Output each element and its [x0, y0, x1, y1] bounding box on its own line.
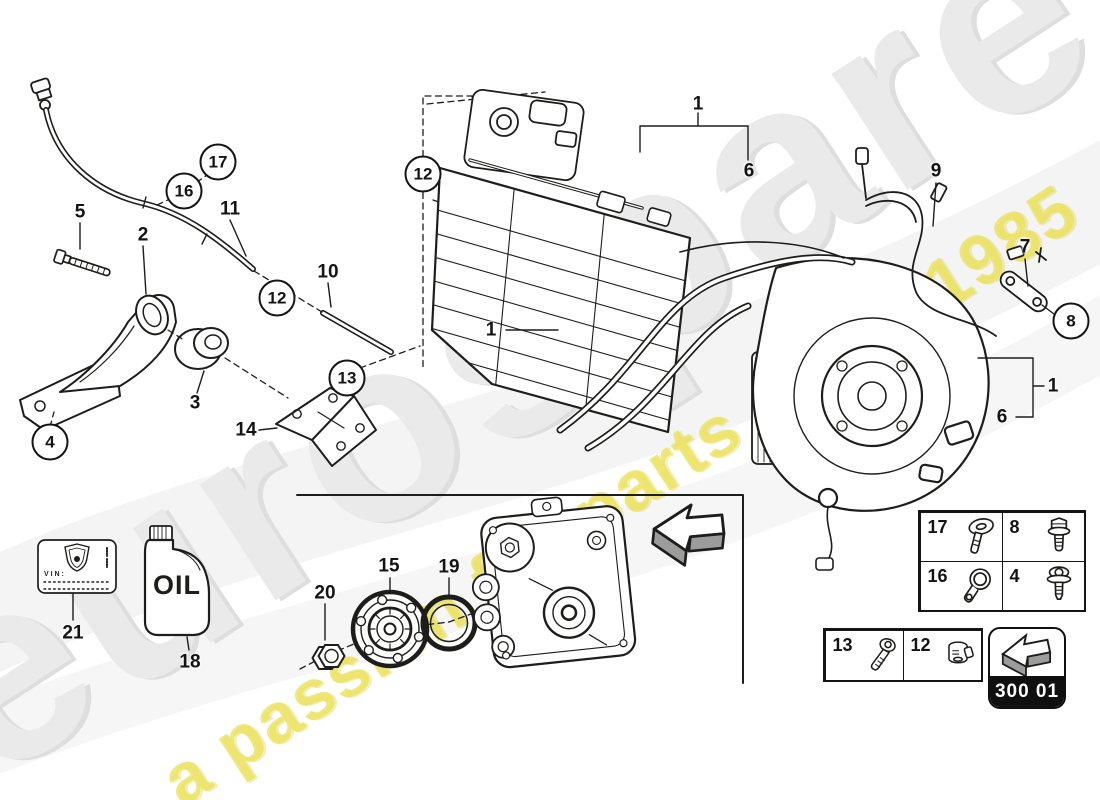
fastener-cell-8[interactable]: 8: [1001, 511, 1085, 562]
p-clamp-icon: [963, 567, 991, 603]
callout-11[interactable]: 11: [219, 198, 241, 220]
hydraulic-hoses-drawing: [556, 241, 856, 452]
callout-14[interactable]: 14: [235, 419, 257, 441]
hex-flange-bolt-icon: [1047, 516, 1070, 551]
callout-16-circled[interactable]: 16: [165, 172, 203, 210]
oil-bottle-drawing: OIL: [143, 525, 211, 637]
callout-1[interactable]: 1: [485, 319, 497, 341]
fastener-number: 13: [832, 634, 853, 655]
fastener-number: 17: [927, 516, 948, 537]
vin-plate-drawing: V I N :: [37, 539, 117, 594]
stud-bolt-drawing: [53, 248, 111, 277]
callout-18[interactable]: 18: [179, 651, 201, 673]
nut-drawing: [311, 644, 346, 670]
callout-12-circled[interactable]: 12: [258, 279, 296, 317]
fastener-legend-table-bottom: 13 12: [823, 628, 983, 682]
fastener-cell-4[interactable]: 4: [1001, 560, 1085, 611]
fastener-legend-table-top: 17 8 16 4: [918, 510, 1086, 612]
callout-20[interactable]: 20: [314, 582, 336, 604]
countersunk-screw-icon: [966, 515, 995, 554]
leader-lines: [72, 112, 1055, 651]
part-group-nav-box[interactable]: 300 01: [988, 627, 1066, 709]
seal-ring-drawing: [420, 594, 478, 652]
callout-2[interactable]: 2: [137, 224, 149, 246]
dipstick-drawing: [30, 77, 256, 272]
gearbox-drawing: [430, 88, 1048, 571]
callout-1[interactable]: 1: [1047, 375, 1059, 397]
part-group-code: 300 01: [990, 676, 1064, 707]
callout-7[interactable]: 7: [1019, 236, 1031, 258]
callout-4-circled[interactable]: 4: [31, 423, 69, 461]
hose-clamp-icon: [947, 641, 974, 664]
oil-label: OIL: [153, 570, 201, 600]
callout-1[interactable]: 1: [692, 93, 704, 115]
callout-17-circled[interactable]: 17: [199, 143, 237, 181]
fastener-cell-12[interactable]: 12: [902, 629, 982, 681]
callout-5[interactable]: 5: [74, 201, 86, 223]
callout-12-circled[interactable]: 12: [404, 155, 442, 193]
section-divider: [296, 494, 744, 684]
wiring-harness-drawing: [855, 147, 1047, 337]
valve-body-drawing: [471, 496, 637, 669]
callout-15[interactable]: 15: [378, 555, 400, 577]
callout-3[interactable]: 3: [189, 392, 201, 414]
output-flange-drawing: [350, 589, 430, 669]
direction-arrow-icon: [649, 499, 729, 571]
callout-21[interactable]: 21: [62, 622, 84, 644]
socket-head-bolt-icon: [1046, 565, 1071, 600]
bushing-drawing: [174, 327, 229, 370]
back-arrow-icon: [1001, 634, 1052, 678]
fastener-number: 8: [1009, 516, 1020, 537]
callout-6[interactable]: 6: [743, 160, 755, 182]
fastener-number: 12: [910, 634, 931, 655]
support-bracket-drawing: [275, 387, 377, 467]
fastener-cell-17[interactable]: 17: [919, 511, 1003, 562]
banjo-bolt-icon: [870, 636, 898, 671]
oil-tube-drawing: [320, 310, 394, 355]
callout-9[interactable]: 9: [930, 160, 942, 182]
small-bracket-drawing: [999, 270, 1048, 313]
callout-6[interactable]: 6: [996, 406, 1008, 428]
callout-8-circled[interactable]: 8: [1052, 302, 1090, 340]
callout-19[interactable]: 19: [438, 556, 460, 578]
callout-10[interactable]: 10: [317, 261, 339, 283]
vin-label: V I N :: [44, 571, 64, 578]
fastener-number: 16: [927, 565, 948, 586]
fastener-cell-13[interactable]: 13: [824, 629, 904, 681]
fastener-number: 4: [1009, 565, 1020, 586]
fastener-cell-16[interactable]: 16: [919, 560, 1003, 611]
engine-mount-arm-drawing: [19, 294, 177, 431]
callout-13-circled[interactable]: 13: [328, 359, 366, 397]
